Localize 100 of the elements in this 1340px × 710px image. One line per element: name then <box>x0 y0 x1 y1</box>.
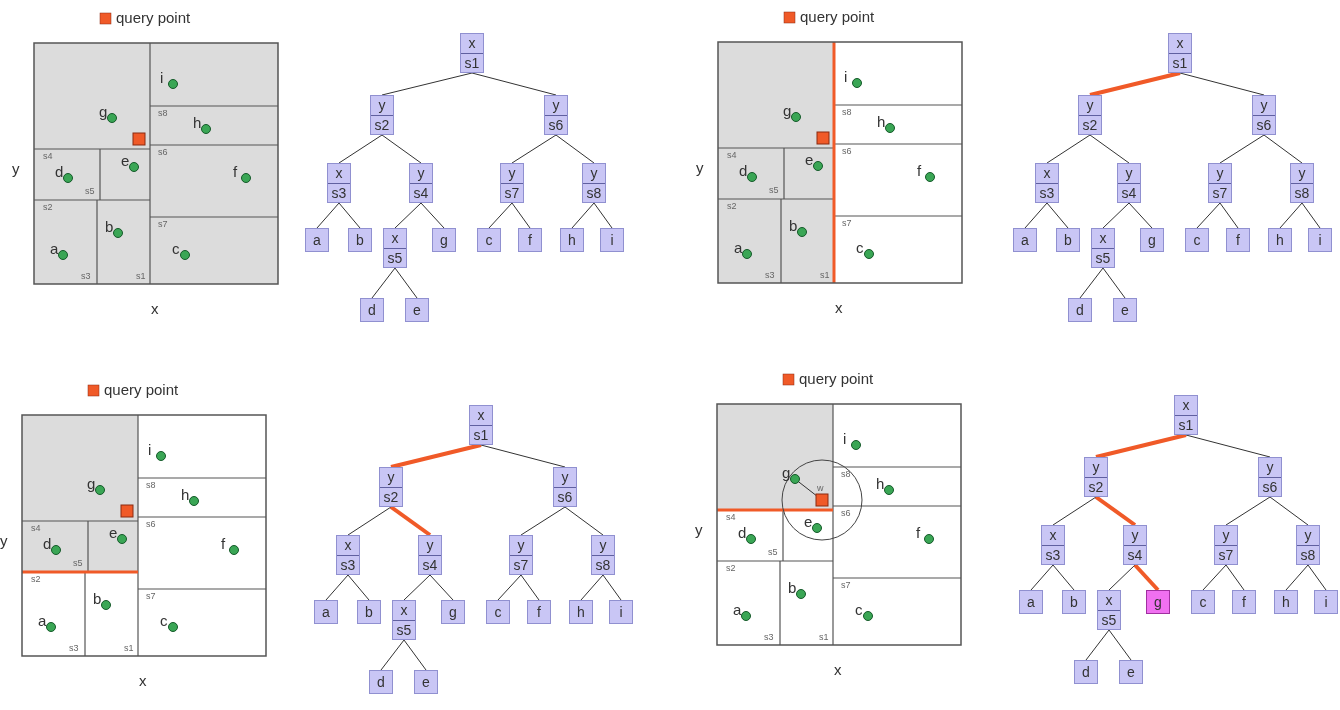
node-text: d <box>1081 663 1091 682</box>
tree-edge <box>602 574 622 601</box>
split-node <box>379 467 403 507</box>
tree-edge <box>571 202 595 229</box>
split-label: s5 <box>73 559 83 568</box>
node-text: y <box>1291 164 1313 184</box>
split-node <box>1252 95 1276 135</box>
node-text: y <box>419 536 441 556</box>
leaf-node <box>1074 660 1098 684</box>
tree-edge <box>1307 564 1327 591</box>
split-label: s7 <box>841 581 851 590</box>
leaf-node <box>1314 590 1338 614</box>
split-node <box>1084 457 1108 497</box>
node-text: c <box>1192 231 1202 250</box>
node-text: h <box>576 603 586 622</box>
node-text: s4 <box>412 184 430 203</box>
split-label: s1 <box>136 272 146 281</box>
leaf-node <box>1226 228 1250 252</box>
node-text: s4 <box>1120 184 1138 203</box>
split-label: s6 <box>842 147 852 156</box>
tree-edge <box>1079 267 1104 299</box>
leaf-node <box>518 228 542 252</box>
leaf-node <box>360 298 384 322</box>
tree-edge <box>347 574 370 601</box>
split-node <box>327 163 351 203</box>
leaf-node <box>432 228 456 252</box>
tree-edge <box>1024 202 1048 229</box>
tree-edge <box>511 202 531 229</box>
legend-label: query point <box>799 371 874 386</box>
node-text: x <box>337 536 359 556</box>
legend-label: query point <box>104 382 179 397</box>
tree-edge <box>380 639 405 671</box>
node-text: y <box>592 536 614 556</box>
node-text: g <box>448 603 458 622</box>
split-label: s3 <box>69 644 79 653</box>
tree-edge <box>1046 202 1069 229</box>
split-node <box>409 163 433 203</box>
leaf-node <box>1113 298 1137 322</box>
node-text: s6 <box>556 488 574 507</box>
node-text: s4 <box>1126 546 1144 565</box>
node-text: s1 <box>463 54 481 73</box>
tree-edge <box>1185 434 1271 458</box>
tree-edge <box>1089 71 1181 97</box>
point-label: i <box>160 70 164 85</box>
node-text: x <box>1098 591 1120 611</box>
node-text: s3 <box>330 184 348 203</box>
leaf-node <box>348 228 372 252</box>
split-label: s3 <box>765 271 775 280</box>
tree-edge <box>480 444 566 468</box>
split-label: s4 <box>43 152 53 161</box>
node-text: a <box>1020 231 1030 250</box>
node-text: c <box>1198 593 1208 612</box>
tree-edge <box>1196 202 1221 229</box>
split-node <box>1168 33 1192 73</box>
split-label: s4 <box>726 513 736 522</box>
tree-edge <box>1285 564 1309 591</box>
tree-edge <box>1094 495 1137 527</box>
tree-edge <box>471 72 557 96</box>
tree-edge <box>1102 202 1130 229</box>
point-label: b <box>105 219 114 234</box>
node-text: x <box>1042 526 1064 546</box>
node-text: s7 <box>512 556 530 575</box>
node-text: s5 <box>1094 249 1112 268</box>
leaf-node <box>1268 228 1292 252</box>
leaf-node <box>1062 590 1086 614</box>
tree-edge <box>1108 629 1132 661</box>
point-label: d <box>738 525 747 540</box>
node-text: i <box>1317 231 1323 250</box>
node-text: x <box>1036 164 1058 184</box>
node-text: x <box>461 34 483 54</box>
node-text: s7 <box>1211 184 1229 203</box>
leaf-node <box>1019 590 1043 614</box>
tree-edge <box>1225 496 1271 526</box>
leaf-node <box>1308 228 1332 252</box>
node-text: b <box>1069 593 1079 612</box>
tree-edge <box>593 202 613 229</box>
node-text: h <box>1281 593 1291 612</box>
tree-edge <box>511 134 557 164</box>
axis-label: y <box>12 161 20 176</box>
split-label: s2 <box>726 564 736 573</box>
node-text: s2 <box>1081 116 1099 135</box>
split-node <box>1290 163 1314 203</box>
tree-edge <box>1052 496 1097 526</box>
split-node <box>553 467 577 507</box>
leaf-node <box>1232 590 1256 614</box>
node-text: y <box>1118 164 1140 184</box>
point-label: i <box>148 442 152 457</box>
split-node <box>336 535 360 575</box>
node-text: y <box>380 468 402 488</box>
point-label: c <box>856 240 864 255</box>
split-label: s1 <box>819 633 829 642</box>
node-text: c <box>484 231 494 250</box>
tree-edge <box>403 574 431 601</box>
leaf-node <box>527 600 551 624</box>
node-text: d <box>367 301 377 320</box>
axis-label: x <box>835 300 843 315</box>
node-text: b <box>355 231 365 250</box>
split-label: s7 <box>158 220 168 229</box>
split-node <box>591 535 615 575</box>
tree-edge <box>1202 564 1227 591</box>
